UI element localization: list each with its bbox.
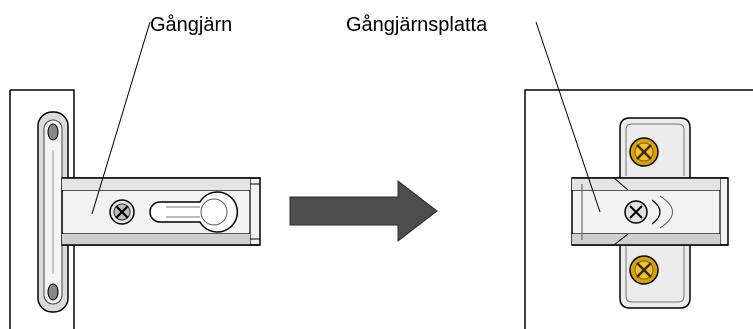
screw-icon	[629, 137, 659, 167]
screw-icon	[629, 255, 659, 285]
hinge-label: Gångjärn	[150, 14, 232, 36]
cabinet-panel-left	[9, 89, 75, 329]
hinge-arm-on-plate	[571, 177, 729, 246]
screw-icon	[624, 200, 648, 224]
cabinet-panel-right	[524, 89, 753, 329]
hinge-plate-label: Gångjärnsplatta	[346, 14, 488, 36]
plate-hole-top	[47, 123, 59, 141]
right-arrow-icon	[289, 179, 438, 243]
hinge-mounting-plate	[37, 111, 69, 313]
hinge-view	[9, 89, 261, 329]
mounting-plate	[619, 117, 691, 309]
plate-hole-bottom	[47, 283, 59, 301]
hinge-plate-leader-line	[535, 21, 601, 213]
screw-icon	[109, 199, 135, 225]
hinge-arm	[61, 177, 261, 246]
hinge-plate-view	[524, 89, 753, 329]
hinge-leader-line	[91, 21, 151, 215]
